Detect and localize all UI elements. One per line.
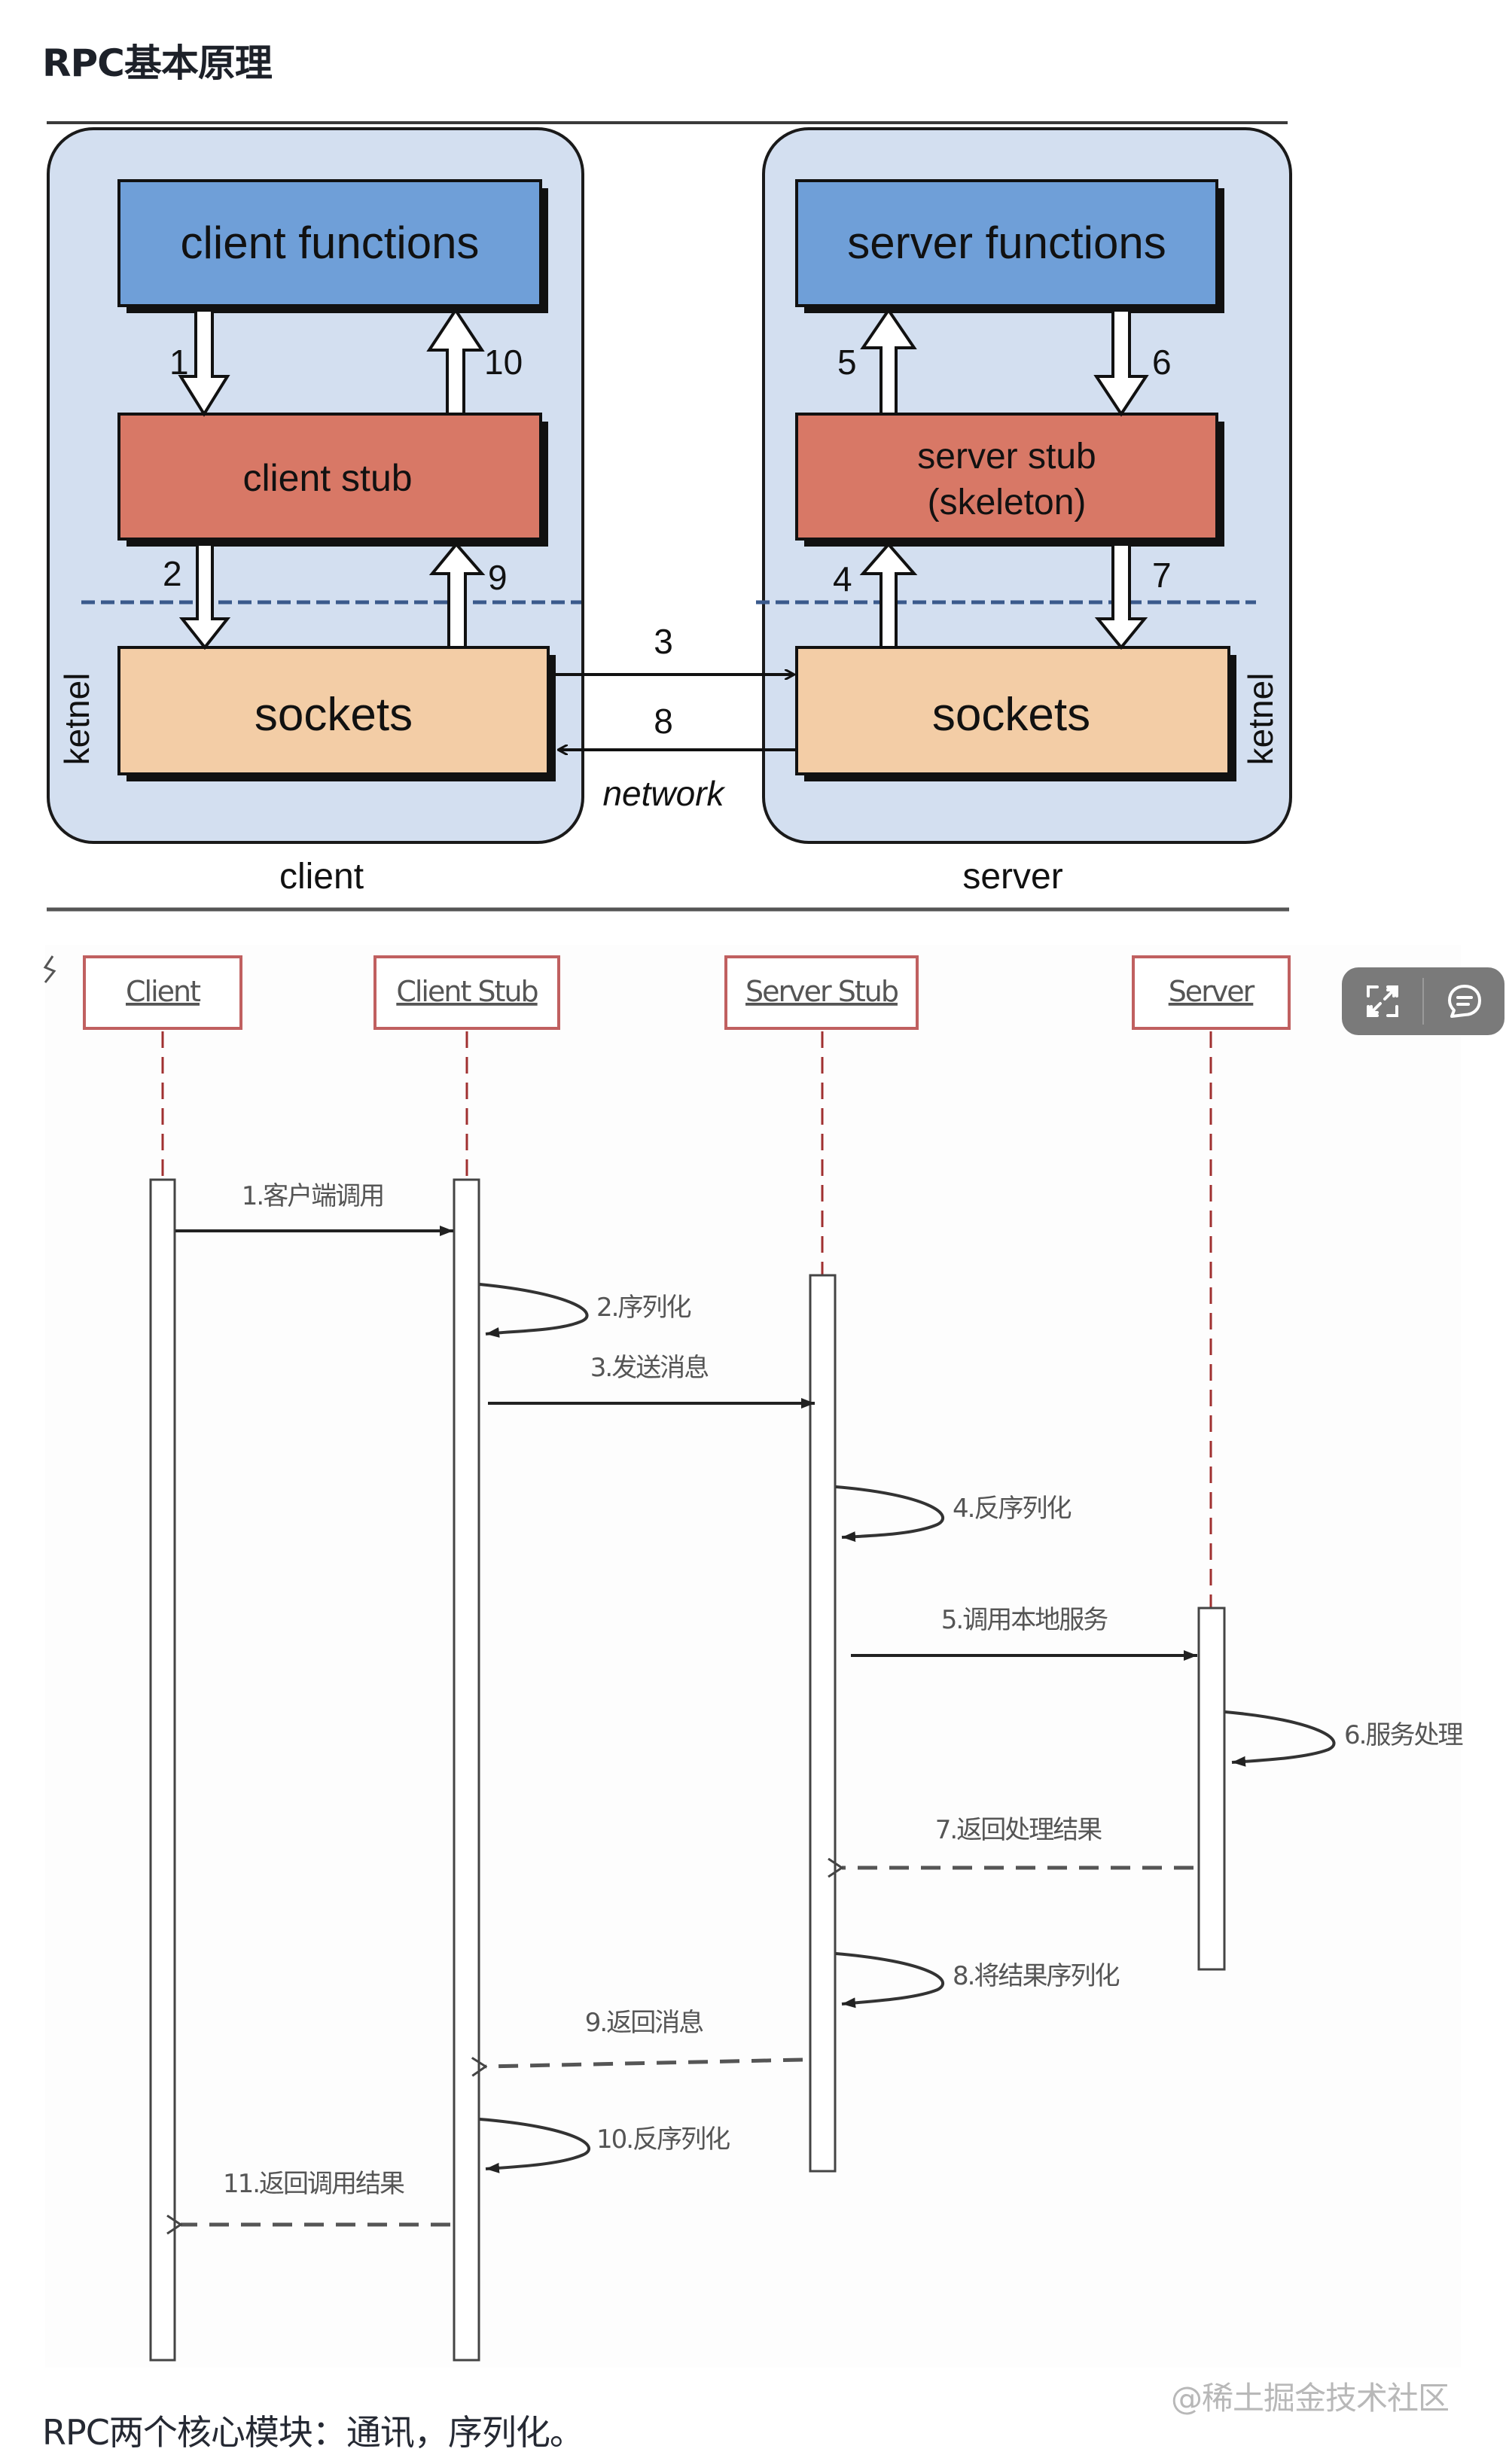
arrow-label-2: 2 (163, 554, 182, 593)
message-4-label: 4.反序列化 (953, 1494, 1071, 1524)
arrow-step-7-icon (1094, 543, 1148, 650)
activation-server-stub (809, 1274, 837, 2173)
message-2-arrow (479, 1283, 589, 1338)
server-stub-box (795, 413, 1218, 541)
message-10-arrow (479, 2118, 591, 2173)
expand-icon (1366, 985, 1398, 1017)
message-8-label: 8.将结果序列化 (953, 1961, 1119, 1991)
participant-label: Server (1169, 975, 1255, 1008)
message-7-label: 7.返回处理结果 (935, 1815, 1102, 1845)
network-step-8-label: 8 (654, 702, 673, 741)
client-kernel-label: ketnel (57, 673, 96, 766)
participant-server: Server (1132, 955, 1291, 1030)
activation-client-stub (453, 1178, 480, 2362)
arrow-step-2-icon (178, 543, 231, 650)
watermark: @稀土掘金技术社区 (1171, 2380, 1450, 2417)
message-9-arrow (486, 2060, 803, 2067)
activation-server (1197, 1607, 1226, 1971)
arrow-step-5-icon (860, 307, 917, 416)
participant-client-stub: Client Stub (373, 955, 560, 1030)
toolbar-separator (1422, 978, 1424, 1025)
message-3-label: 3.发送消息 (590, 1353, 709, 1383)
message-1-label: 1.客户端调用 (242, 1181, 383, 1211)
server-kernel-label: ketnel (1241, 673, 1280, 766)
sequence-backdrop (45, 945, 1461, 2368)
message-5-label: 5.调用本地服务 (941, 1605, 1108, 1635)
client-functions-box (117, 179, 542, 307)
server-sockets-label: sockets (932, 689, 1090, 741)
message-6-arrow (1224, 1710, 1336, 1767)
server-functions-label: server functions (847, 218, 1166, 268)
client-sockets-label: sockets (255, 689, 413, 741)
arrow-label-5: 5 (837, 343, 857, 382)
server-sockets-box (795, 646, 1230, 775)
activation-client (149, 1178, 176, 2362)
message-2-label: 2.序列化 (596, 1293, 691, 1323)
message-6-label: 6.服务处理 (1344, 1720, 1462, 1750)
comment-button[interactable] (1424, 967, 1504, 1035)
server-stub-label-line1: server stub (917, 437, 1096, 477)
participant-label: Client Stub (396, 975, 538, 1008)
client-stub-box (117, 413, 542, 541)
message-11-label: 11.返回调用结果 (223, 2169, 404, 2199)
arrow-label-1: 1 (169, 343, 189, 382)
client-functions-label: client functions (181, 218, 480, 268)
participant-client: Client (83, 955, 242, 1030)
comment-icon (1447, 985, 1481, 1018)
client-stub-label: client stub (242, 457, 412, 499)
network-label: network (602, 774, 725, 813)
expand-button[interactable] (1342, 967, 1422, 1035)
arrow-step-6-icon (1093, 309, 1149, 417)
network-step-3-label: 3 (654, 622, 673, 661)
arrow-step-4-icon (859, 541, 918, 649)
page-title: RPC基本原理 (42, 41, 273, 85)
arrow-label-4: 4 (833, 559, 852, 598)
arrow-label-10: 10 (484, 343, 523, 382)
arrow-label-9: 9 (488, 558, 508, 597)
arrow-step-9-icon (428, 541, 486, 649)
participant-label: Client (126, 975, 200, 1008)
server-functions-box (795, 179, 1218, 307)
image-toolbar (1342, 967, 1504, 1035)
client-side-label: client (279, 857, 364, 897)
server-stub-label-line2: (skeleton) (928, 483, 1087, 522)
message-9-label: 9.返回消息 (585, 2008, 703, 2038)
server-side-label: server (962, 857, 1062, 897)
participant-label: Server Stub (745, 975, 898, 1008)
message-8-arrow (835, 1952, 944, 2009)
participant-server-stub: Server Stub (724, 955, 919, 1030)
rpc-architecture-diagram: client functions client stub sockets ket… (47, 121, 1292, 912)
arrow-step-1-icon (178, 309, 230, 417)
client-sockets-box (117, 646, 550, 775)
arrow-label-7: 7 (1152, 556, 1172, 595)
cursor-mark-icon (43, 955, 56, 983)
arrow-label-6: 6 (1152, 343, 1172, 382)
arrow-step-10-icon (426, 307, 485, 416)
message-10-label: 10.反序列化 (596, 2124, 730, 2155)
caption-text: RPC两个核心模块：通讯，序列化。 (42, 2412, 584, 2453)
message-4-arrow (835, 1485, 945, 1543)
